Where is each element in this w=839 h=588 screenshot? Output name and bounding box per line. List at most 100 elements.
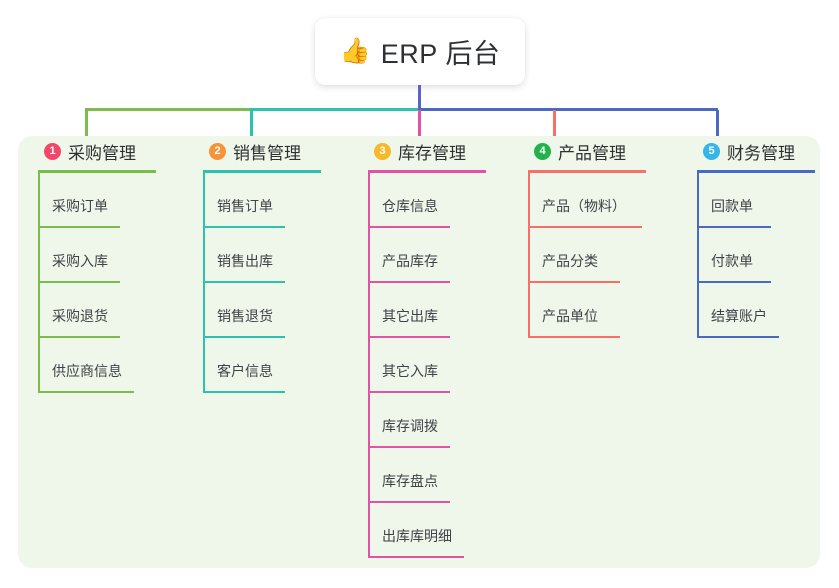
branch-item[interactable]: 产品（物料） (528, 173, 698, 228)
branch-item-label: 销售退货 (217, 308, 273, 324)
branch-item-underline (368, 281, 450, 283)
branch-item-underline (38, 336, 120, 338)
branch-column-3: 3 库存管理仓库信息产品库存其它出库其它入库库存调拨库存盘点出库库明细 (368, 136, 528, 558)
branch-underline (528, 170, 646, 173)
branch-item-label: 出库库明细 (382, 528, 452, 544)
branch-item-label: 采购入库 (52, 253, 108, 269)
branch-item[interactable]: 客户信息 (203, 338, 363, 393)
branch-column-5: 5 财务管理回款单付款单结算账户 (697, 136, 837, 338)
branch-item-underline (697, 281, 771, 283)
branch-item-label: 销售订单 (217, 198, 273, 214)
branch-item[interactable]: 产品单位 (528, 283, 698, 338)
branch-underline (368, 170, 486, 173)
branch-item-label: 其它入库 (382, 363, 438, 379)
branch-item-underline (203, 336, 285, 338)
branch-item-label: 销售出库 (217, 253, 273, 269)
branch-item-underline (203, 226, 285, 228)
branch-title: 库存管理 (398, 143, 466, 163)
branch-item-underline (697, 226, 771, 228)
branch-item-underline (38, 226, 120, 228)
branch-item-label: 采购订单 (52, 198, 108, 214)
branch-title: 采购管理 (68, 143, 136, 163)
branch-item-underline (368, 336, 450, 338)
branch-item[interactable]: 回款单 (697, 173, 837, 228)
branch-item[interactable]: 产品分类 (528, 228, 698, 283)
branch-title: 财务管理 (727, 143, 795, 163)
branch-item-label: 库存盘点 (382, 473, 438, 489)
branch-item[interactable]: 产品库存 (368, 228, 528, 283)
branch-spine-line (38, 173, 40, 393)
branch-item[interactable]: 结算账户 (697, 283, 837, 338)
branch-items: 采购订单采购入库采购退货供应商信息 (38, 173, 198, 393)
branch-item-label: 供应商信息 (52, 363, 122, 379)
thumbs-up-icon: 👍 (339, 37, 371, 65)
branch-column-2: 2 销售管理销售订单销售出库销售退货客户信息 (203, 136, 363, 393)
branch-items: 仓库信息产品库存其它出库其它入库库存调拨库存盘点出库库明细 (368, 173, 528, 558)
branch-item-label: 产品库存 (382, 253, 438, 269)
branch-underline (38, 170, 156, 173)
branch-item-underline (368, 226, 450, 228)
branch-item[interactable]: 采购退货 (38, 283, 198, 338)
branch-items: 销售订单销售出库销售退货客户信息 (203, 173, 363, 393)
branch-item[interactable]: 供应商信息 (38, 338, 198, 393)
branch-header-3[interactable]: 3 库存管理 (368, 136, 528, 166)
branch-header-5[interactable]: 5 财务管理 (697, 136, 837, 166)
branch-item-underline (697, 336, 779, 338)
bus-segment-2 (250, 108, 418, 111)
branch-number-badge: 3 (374, 142, 391, 160)
branch-item-label: 仓库信息 (382, 198, 438, 214)
branch-item[interactable]: 库存调拨 (368, 393, 528, 448)
branch-item-label: 结算账户 (711, 308, 767, 324)
branch-item-label: 产品分类 (542, 253, 598, 269)
branch-item-underline (38, 391, 134, 393)
branch-item-underline (528, 336, 620, 338)
branch-item-label: 产品（物料） (542, 198, 626, 214)
branch-number-badge: 4 (534, 142, 551, 160)
root-node-card[interactable]: 👍 ERP 后台 (315, 18, 525, 85)
branch-spine-line (203, 173, 205, 393)
branch-item-underline (368, 501, 450, 503)
branch-item-label: 采购退货 (52, 308, 108, 324)
branch-item-label: 客户信息 (217, 363, 273, 379)
branch-spine-line (528, 173, 530, 338)
branch-item[interactable]: 付款单 (697, 228, 837, 283)
bus-segment-1 (85, 108, 250, 111)
root-node-title: ERP 后台 (380, 39, 501, 69)
branch-spine-line (697, 173, 699, 338)
branch-item[interactable]: 其它出库 (368, 283, 528, 338)
branch-item-label: 其它出库 (382, 308, 438, 324)
branch-number-badge: 2 (209, 142, 226, 160)
branch-item-label: 库存调拨 (382, 418, 438, 434)
branch-item[interactable]: 采购入库 (38, 228, 198, 283)
branch-item-label: 付款单 (711, 253, 753, 269)
branch-header-2[interactable]: 2 销售管理 (203, 136, 363, 166)
branch-item-underline (368, 446, 450, 448)
branch-item-label: 回款单 (711, 198, 753, 214)
branch-item[interactable]: 仓库信息 (368, 173, 528, 228)
branch-item-label: 产品单位 (542, 308, 598, 324)
branch-item[interactable]: 其它入库 (368, 338, 528, 393)
branch-underline (697, 170, 815, 173)
branch-number-badge: 5 (703, 142, 720, 160)
branch-item-underline (203, 281, 285, 283)
branch-column-4: 4 产品管理产品（物料） 产品分类产品单位 (528, 136, 698, 338)
bus-segment-3 (418, 108, 718, 111)
branch-underline (203, 170, 321, 173)
branch-item[interactable]: 销售出库 (203, 228, 363, 283)
root-node-content: 👍 ERP 后台 (340, 32, 501, 71)
branch-item[interactable]: 销售订单 (203, 173, 363, 228)
branch-item-underline (368, 391, 450, 393)
branch-item[interactable]: 采购订单 (38, 173, 198, 228)
branch-item[interactable]: 出库库明细 (368, 503, 528, 558)
root-connector-line (418, 85, 421, 110)
branch-spine-line (368, 173, 370, 558)
branch-title: 销售管理 (233, 143, 301, 163)
branch-items: 产品（物料） 产品分类产品单位 (528, 173, 698, 338)
branch-title: 产品管理 (558, 143, 626, 163)
branch-item[interactable]: 库存盘点 (368, 448, 528, 503)
branch-header-4[interactable]: 4 产品管理 (528, 136, 698, 166)
branch-item[interactable]: 销售退货 (203, 283, 363, 338)
